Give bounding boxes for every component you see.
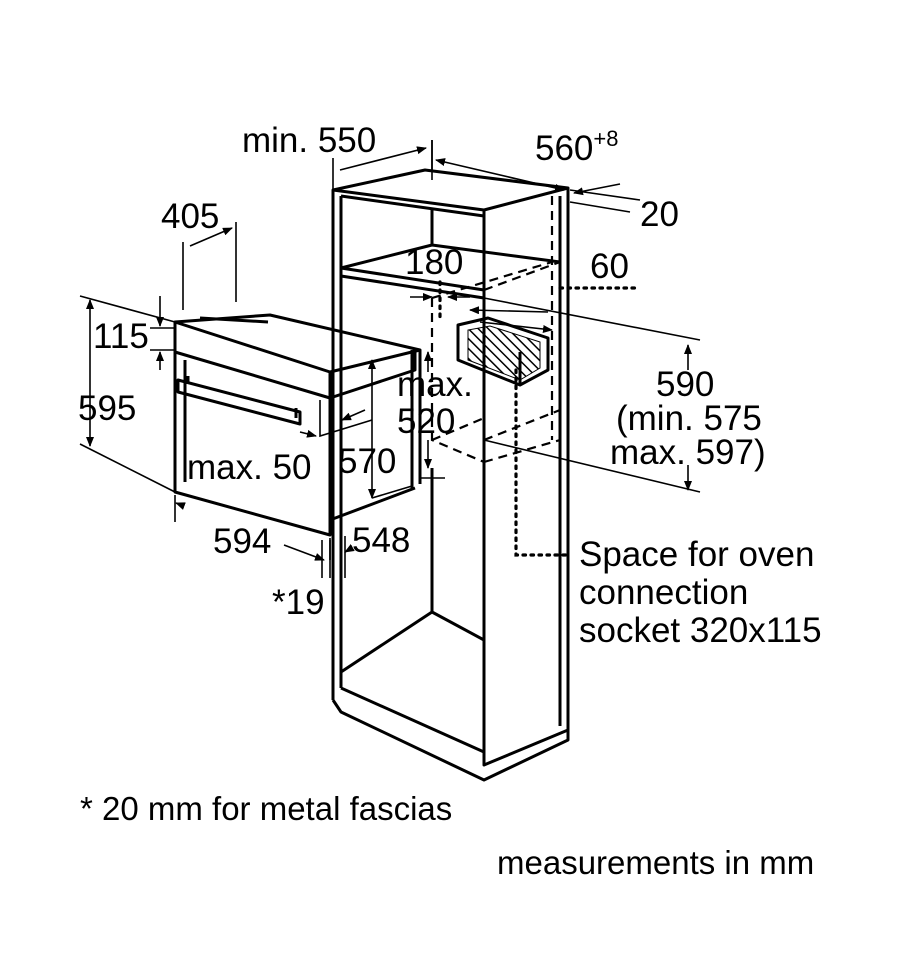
dim-560: 560+8 bbox=[535, 126, 619, 168]
cabinet bbox=[329, 168, 570, 782]
dim-590-max: max. 597) bbox=[610, 433, 766, 472]
dimension-lines bbox=[79, 140, 701, 578]
dim-595: 595 bbox=[78, 389, 136, 428]
footnote: * 20 mm for metal fascias bbox=[80, 790, 452, 827]
socket-note-line1: Space for oven bbox=[579, 535, 814, 574]
dim-max-50: max. 50 bbox=[187, 448, 312, 487]
dim-590-min: (min. 575 bbox=[616, 399, 762, 438]
dim-520: 520 bbox=[397, 402, 455, 441]
dim-590: 590 bbox=[656, 365, 714, 404]
dim-min-550: min. 550 bbox=[242, 121, 376, 160]
dim-405: 405 bbox=[161, 197, 219, 236]
socket-note-line3: socket 320x115 bbox=[579, 611, 822, 650]
socket-box bbox=[456, 316, 550, 387]
dim-60: 60 bbox=[590, 247, 629, 286]
dim-20: 20 bbox=[640, 195, 679, 234]
socket-note-line2: connection bbox=[579, 573, 748, 612]
dim-19: *19 bbox=[272, 583, 325, 622]
dim-594: 594 bbox=[213, 522, 271, 561]
oven bbox=[173, 313, 422, 537]
dim-570: 570 bbox=[338, 442, 396, 481]
dim-115: 115 bbox=[93, 317, 149, 356]
dim-max-label: max. bbox=[397, 365, 473, 404]
units-note: measurements in mm bbox=[497, 844, 814, 881]
dim-548: 548 bbox=[352, 521, 410, 560]
dim-180: 180 bbox=[405, 243, 463, 282]
